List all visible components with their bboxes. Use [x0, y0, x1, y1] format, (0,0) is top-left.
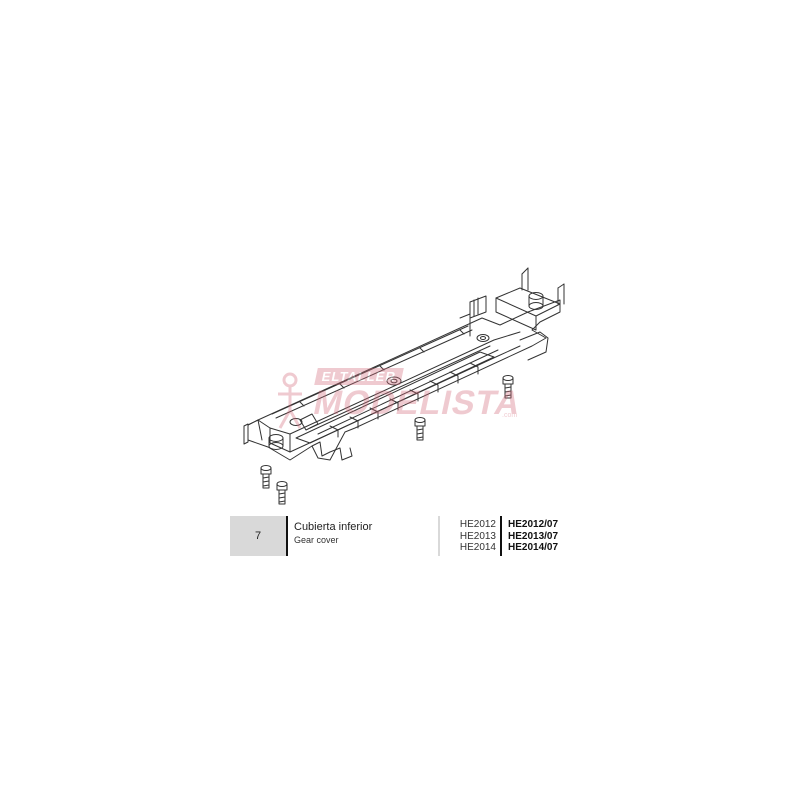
- model-code: HE2014: [459, 542, 496, 553]
- reference-code: HE2013/07: [508, 530, 559, 542]
- screw-3: [260, 465, 272, 489]
- parts-table-row: 7 Cubierta inferior Gear cover HE2012 HE…: [230, 516, 570, 556]
- screw-2: [414, 417, 426, 441]
- part-name-es: Cubierta inferior: [294, 521, 373, 533]
- model-code: HE2013: [459, 530, 496, 542]
- part-name-en: Gear cover: [294, 535, 339, 545]
- model-list: HE2012 HE2013 HE2014: [440, 516, 500, 556]
- screw-4: [276, 481, 288, 505]
- gear-cover-part: [243, 267, 565, 461]
- reference-code: HE2012/07: [508, 519, 559, 530]
- screw-1: [502, 375, 514, 399]
- reference-list: HE2012/07 HE2013/07 HE2014/07: [502, 516, 570, 556]
- part-description: Cubierta inferior Gear cover: [288, 516, 438, 556]
- part-number: 7: [254, 530, 262, 542]
- column-divider: [500, 516, 502, 556]
- model-code: HE2012: [459, 519, 496, 530]
- reference-code: HE2014/07: [508, 542, 559, 553]
- column-divider: [286, 516, 288, 556]
